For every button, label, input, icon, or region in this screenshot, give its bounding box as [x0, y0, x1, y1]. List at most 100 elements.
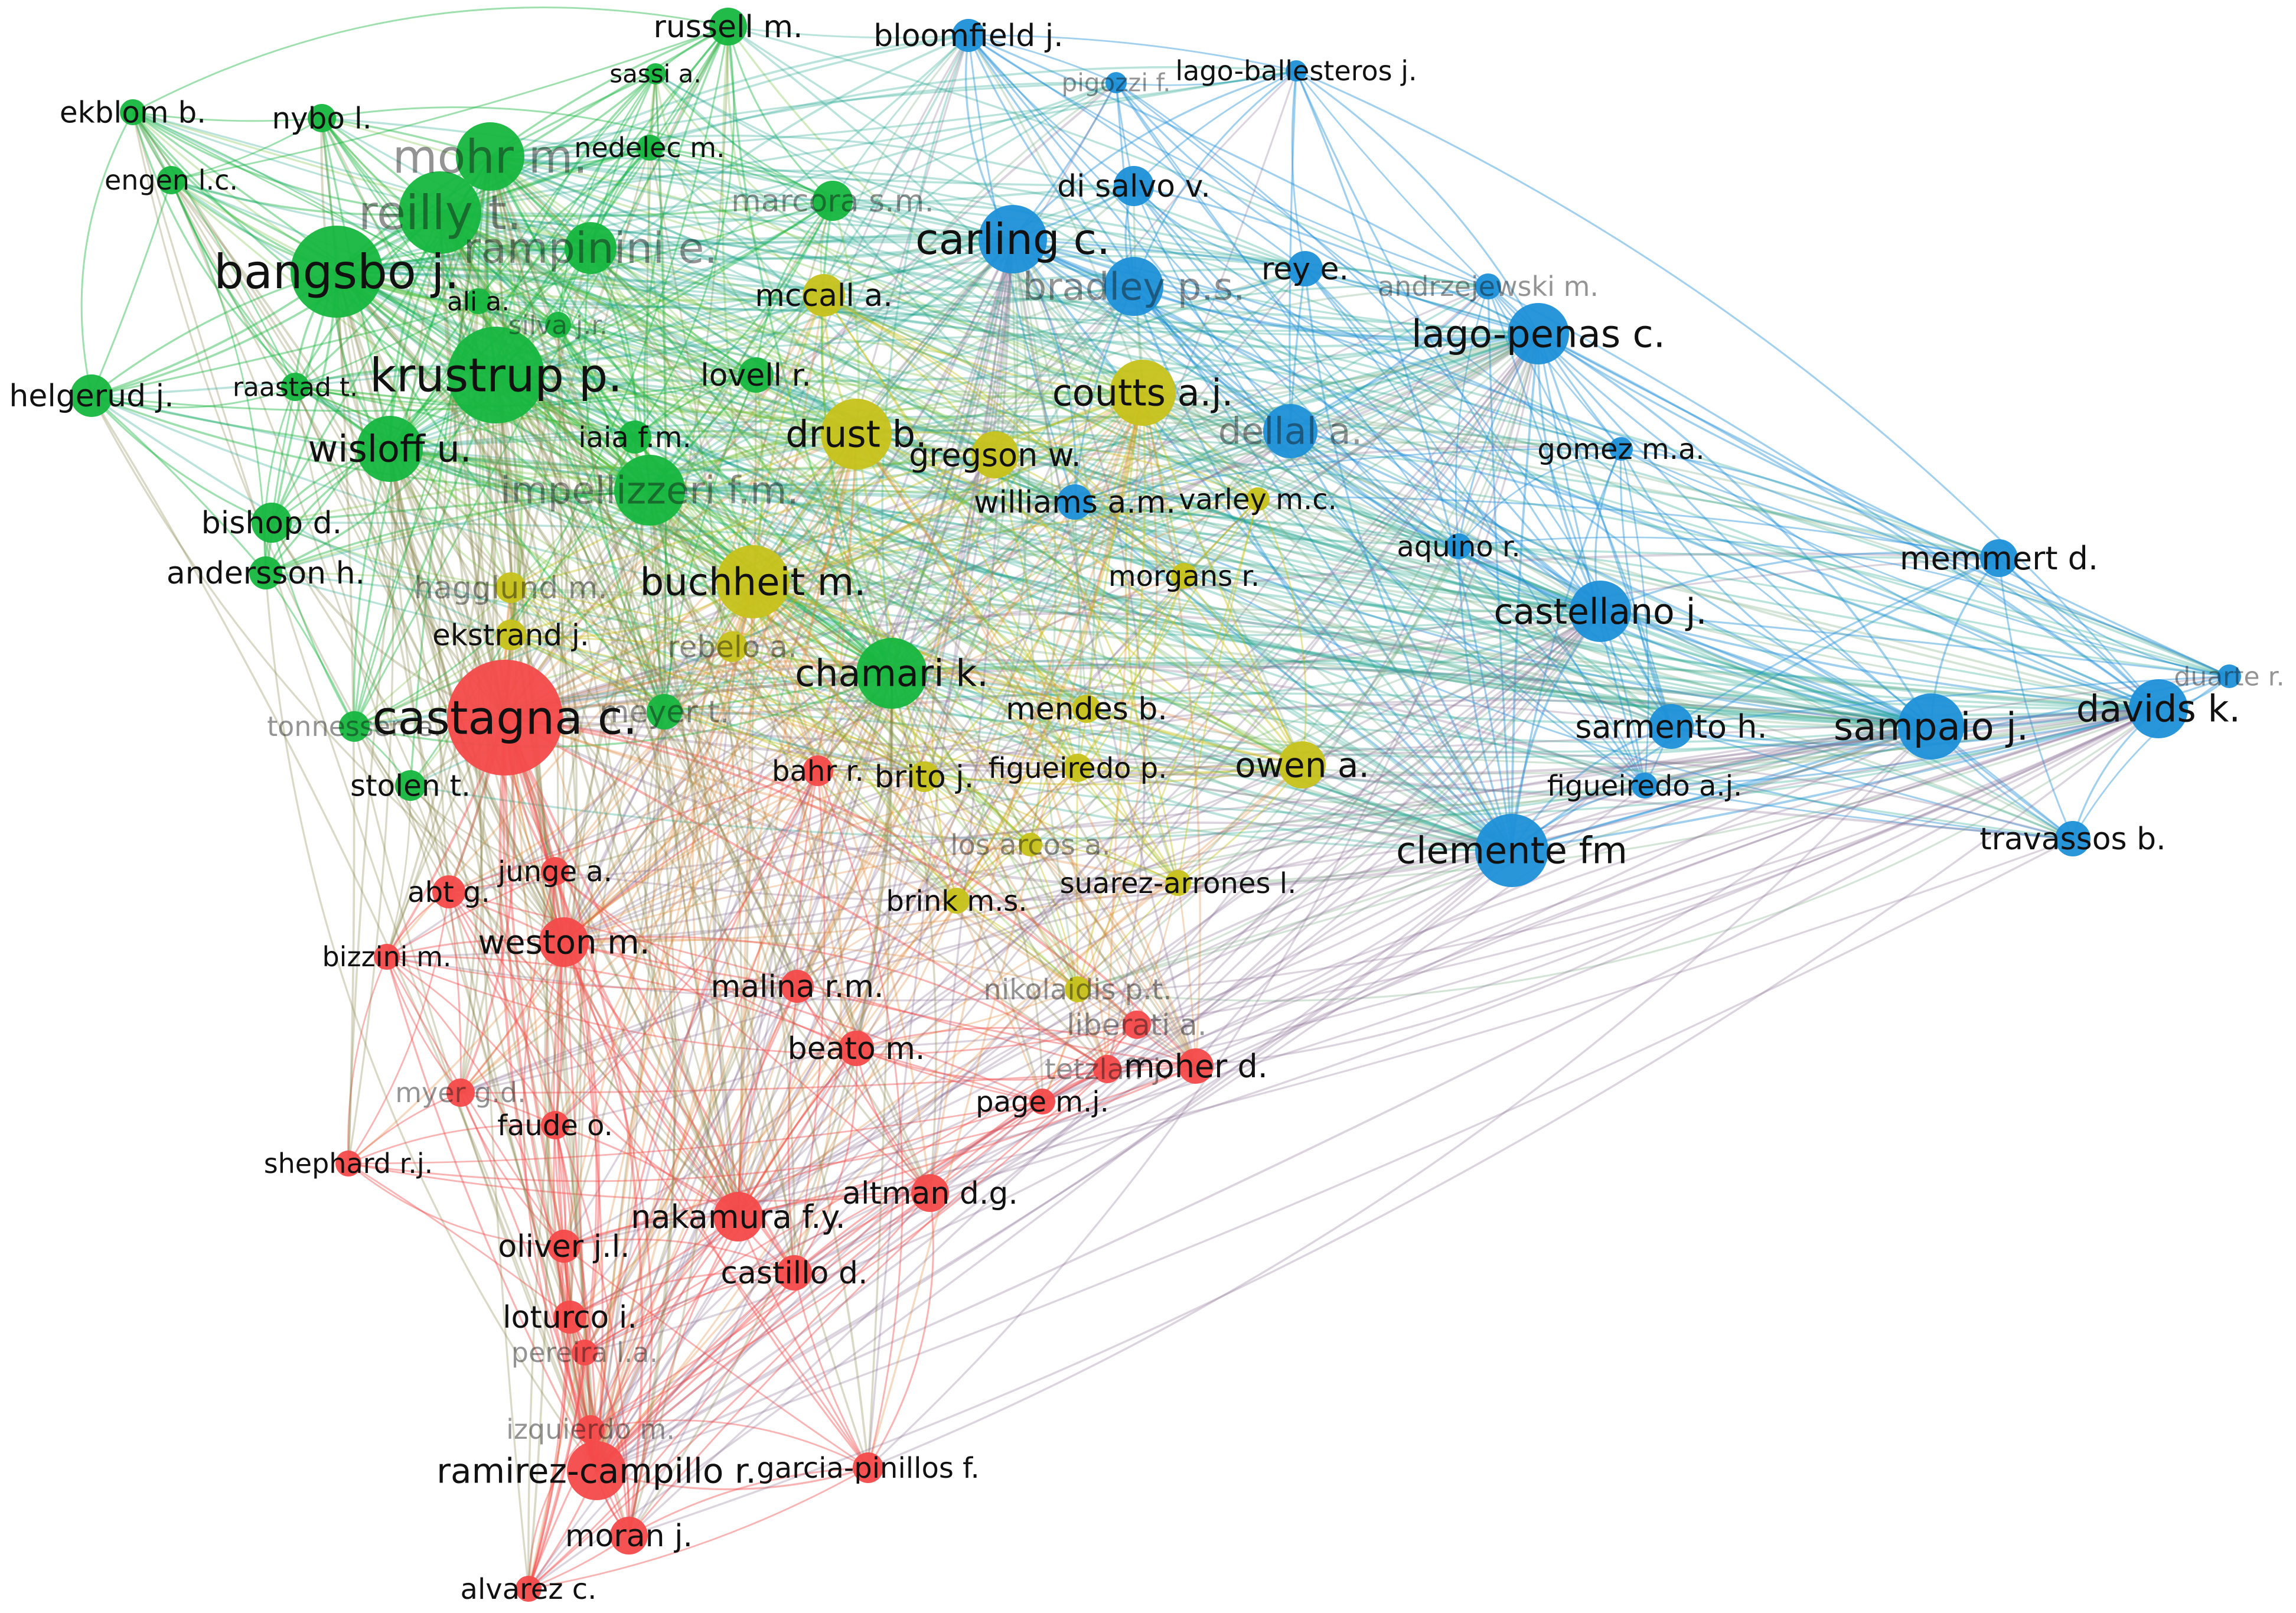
node-lovell[interactable]	[738, 357, 774, 393]
node-rampinini[interactable]	[565, 222, 617, 274]
node-rey[interactable]	[1287, 251, 1323, 286]
node-losarcos[interactable]	[1019, 833, 1042, 856]
node-shephard[interactable]	[335, 1151, 361, 1177]
node-moran[interactable]	[610, 1517, 648, 1555]
node-wisloff[interactable]	[357, 416, 423, 482]
node-andersson[interactable]	[249, 556, 282, 589]
node-varley[interactable]	[1246, 487, 1270, 511]
link	[891, 672, 1079, 990]
node-ali[interactable]	[465, 288, 491, 314]
node-helgerud[interactable]	[70, 374, 113, 417]
node-carling[interactable]	[979, 205, 1047, 273]
node-morgans[interactable]	[1171, 563, 1197, 589]
node-mccall[interactable]	[803, 274, 845, 317]
node-russell[interactable]	[709, 8, 747, 45]
node-chamari[interactable]	[856, 638, 927, 709]
node-stolen[interactable]	[395, 770, 426, 801]
link	[590, 238, 1013, 249]
link	[856, 1047, 1043, 1103]
node-bizzini[interactable]	[374, 944, 400, 970]
node-impellizzeri[interactable]	[614, 455, 685, 526]
node-brink[interactable]	[944, 888, 970, 914]
node-williams[interactable]	[1057, 484, 1092, 520]
node-krustrup[interactable]	[448, 327, 544, 423]
node-lagoball[interactable]	[1286, 60, 1307, 82]
node-abt[interactable]	[432, 875, 465, 908]
node-castillo[interactable]	[777, 1255, 812, 1291]
node-ekstrand[interactable]	[495, 620, 526, 650]
node-loturco[interactable]	[553, 1301, 586, 1334]
node-lagopenas[interactable]	[1508, 303, 1569, 364]
node-disalvo[interactable]	[1114, 166, 1154, 206]
node-dellal[interactable]	[1263, 404, 1317, 458]
node-bloomfield[interactable]	[952, 19, 985, 52]
link	[557, 324, 635, 438]
node-engen[interactable]	[157, 166, 185, 194]
node-moher[interactable]	[1178, 1048, 1214, 1084]
node-drust[interactable]	[821, 399, 892, 470]
node-pereira[interactable]	[572, 1340, 598, 1366]
node-sarmento[interactable]	[1649, 704, 1694, 749]
node-page[interactable]	[1029, 1089, 1055, 1115]
node-pigozzi[interactable]	[1105, 72, 1127, 93]
node-meyer[interactable]	[647, 694, 682, 729]
node-sampaio[interactable]	[1898, 693, 1964, 760]
link	[510, 586, 892, 674]
node-bahr[interactable]	[803, 755, 833, 786]
node-marcora[interactable]	[813, 181, 853, 221]
node-oliver[interactable]	[547, 1230, 580, 1263]
node-altman[interactable]	[911, 1174, 949, 1212]
node-duarte[interactable]	[2217, 664, 2241, 688]
node-castagna[interactable]	[447, 660, 563, 775]
link	[855, 433, 1179, 884]
node-suarez[interactable]	[1165, 870, 1191, 896]
node-beato[interactable]	[839, 1031, 874, 1066]
node-buchheit[interactable]	[716, 545, 790, 618]
node-malina[interactable]	[781, 970, 814, 1003]
node-brito[interactable]	[909, 761, 940, 792]
node-rebelo[interactable]	[717, 631, 748, 662]
node-mendes[interactable]	[1072, 695, 1101, 723]
node-figueiredoaj[interactable]	[1632, 773, 1658, 799]
node-mohr[interactable]	[456, 122, 524, 191]
link	[1085, 708, 1179, 884]
node-clemente[interactable]	[1475, 814, 1548, 887]
node-travassos[interactable]	[2055, 821, 2090, 856]
node-castellano[interactable]	[1570, 581, 1631, 642]
node-owen[interactable]	[1279, 741, 1326, 788]
node-nakamura[interactable]	[713, 1192, 763, 1241]
node-tonnessen[interactable]	[339, 711, 370, 742]
node-liberati[interactable]	[1123, 1011, 1151, 1039]
node-reilly[interactable]	[399, 171, 481, 254]
node-coutts[interactable]	[1110, 360, 1176, 426]
node-izquierdo[interactable]	[576, 1415, 605, 1443]
node-weston[interactable]	[539, 917, 589, 967]
node-bradley[interactable]	[1104, 257, 1163, 316]
node-iaia[interactable]	[618, 421, 651, 454]
node-figueiredop[interactable]	[1064, 754, 1092, 782]
node-aquino[interactable]	[1446, 533, 1472, 559]
link	[1538, 333, 2160, 710]
node-sassi[interactable]	[645, 63, 666, 84]
node-davids[interactable]	[2129, 679, 2188, 738]
node-faude[interactable]	[541, 1111, 569, 1139]
node-garcia[interactable]	[853, 1452, 883, 1483]
node-nybo[interactable]	[308, 104, 336, 132]
node-nikolaidis[interactable]	[1065, 976, 1091, 1002]
node-gregson[interactable]	[971, 431, 1019, 478]
node-ekblom[interactable]	[120, 99, 146, 125]
node-memmert[interactable]	[1980, 539, 2018, 577]
node-alvarez[interactable]	[516, 1576, 542, 1602]
node-hagglund[interactable]	[495, 572, 526, 603]
node-bangsbo[interactable]	[291, 226, 383, 318]
node-tetzlaff[interactable]	[1093, 1055, 1121, 1083]
node-raastad[interactable]	[281, 373, 309, 401]
node-myerg[interactable]	[446, 1078, 475, 1107]
node-andrzejewski[interactable]	[1475, 273, 1501, 299]
node-bishop[interactable]	[252, 503, 292, 543]
node-junge[interactable]	[541, 857, 569, 885]
node-silva[interactable]	[545, 312, 571, 338]
node-nedelec[interactable]	[637, 135, 663, 161]
node-ramirez[interactable]	[567, 1441, 626, 1500]
node-gomez[interactable]	[1609, 437, 1633, 461]
